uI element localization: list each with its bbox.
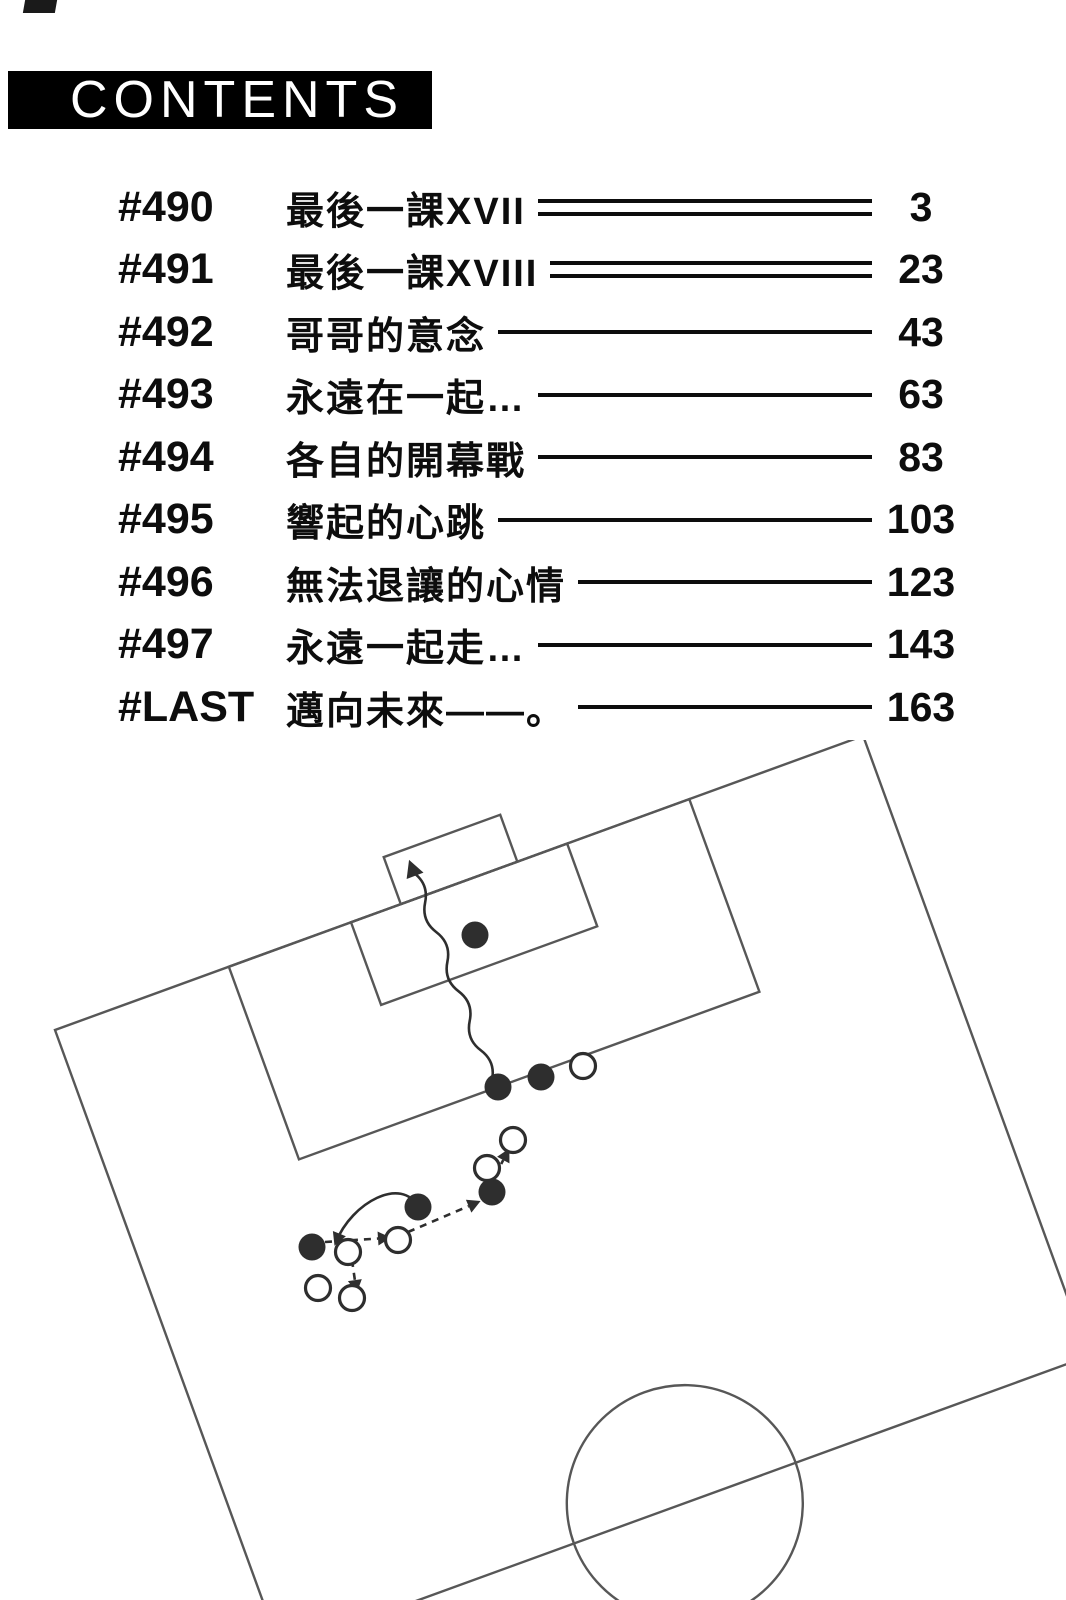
- page-number: 83: [898, 433, 944, 480]
- page-number: 103: [886, 496, 956, 543]
- leader-line: [498, 517, 872, 522]
- chapter-title: 邁向未來——。: [286, 690, 567, 733]
- chapter-title: 各自的開幕戰: [286, 440, 527, 483]
- chapter-number: #491: [118, 245, 214, 294]
- chapter-number: #494: [118, 432, 214, 481]
- chapter-number: #492: [118, 307, 214, 356]
- page-number: 63: [898, 371, 944, 418]
- leader-line: [550, 261, 872, 279]
- page-number: 123: [886, 558, 956, 605]
- toc-row: #491 最後一課XVIII 23: [118, 239, 966, 302]
- contents-title: CONTENTS: [70, 71, 404, 129]
- toc-row: #LAST 邁向未來——。 163: [118, 676, 966, 739]
- chapter-number: #497: [118, 620, 214, 669]
- leader-line: [537, 198, 872, 216]
- chapter-number: #490: [118, 182, 214, 231]
- chapter-title: 最後一課XVIII: [286, 253, 539, 296]
- page-number: 163: [886, 683, 956, 730]
- leader-line: [498, 330, 872, 335]
- leader-line: [578, 705, 872, 710]
- page-number: 23: [898, 246, 944, 293]
- leader-line: [538, 392, 872, 397]
- chapter-title: 哥哥的意念: [286, 315, 487, 358]
- soccer-field-diagram: [53, 740, 1066, 1600]
- page-number: 3: [909, 183, 933, 230]
- toc-row: #490 最後一課XVII 3: [118, 176, 966, 239]
- page-number: 43: [898, 308, 944, 355]
- chapter-title: 永遠在一起…: [286, 378, 527, 421]
- scan-artifact: [22, 0, 58, 13]
- page-number: 143: [886, 621, 956, 668]
- toc-row: #494 各自的開幕戰 83: [118, 426, 966, 489]
- leader-line: [538, 455, 872, 460]
- toc-row: #492 哥哥的意念 43: [118, 301, 966, 364]
- chapter-title: 永遠一起走…: [286, 628, 527, 671]
- leader-line: [538, 642, 872, 647]
- toc-row: #493 永遠在一起… 63: [118, 364, 966, 427]
- chapter-title: 最後一課XVII: [286, 190, 526, 233]
- chapter-number: #495: [118, 495, 214, 544]
- toc-row: #495 響起的心跳 103: [118, 489, 966, 552]
- chapter-number: #LAST: [118, 682, 255, 731]
- chapter-number: #496: [118, 557, 214, 606]
- chapter-title: 響起的心跳: [286, 503, 487, 546]
- toc-row: #497 永遠一起走… 143: [118, 614, 966, 677]
- contents-header: CONTENTS: [8, 71, 432, 129]
- chapter-number: #493: [118, 370, 214, 419]
- toc-row: #496 無法退讓的心情 123: [118, 551, 966, 614]
- chapter-title: 無法退讓的心情: [286, 565, 567, 608]
- leader-line: [578, 580, 872, 585]
